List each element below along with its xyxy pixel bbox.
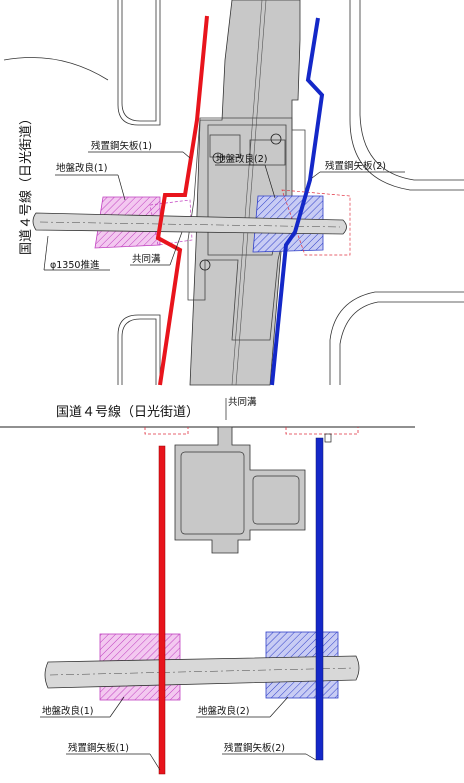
section-ground-improvement-1-label: 地盤改良(1)	[42, 705, 93, 717]
section-sheet-pile-1-label: 残置鋼矢板(1)	[68, 742, 129, 754]
pipe-jacking-plan	[32, 212, 347, 235]
plan-pipe-jacking-label: φ1350推進	[50, 259, 100, 271]
section-sheet-pile-2-label: 残置鋼矢板(2)	[224, 742, 285, 754]
utility-tunnel-section	[174, 426, 306, 554]
utility-tunnel-plan	[187, 117, 306, 341]
pipe-jacking-section	[44, 655, 360, 689]
plan-road-label: 国道４号線（日光街道）	[18, 112, 34, 255]
plan-ground-improvement-2-label: 地盤改良(2)	[216, 153, 267, 165]
sheet-pile-1-section	[158, 445, 166, 775]
section-ground-improvement-2-label: 地盤改良(2)	[198, 705, 249, 717]
right-curbs	[329, 0, 464, 385]
plan-leaders	[43, 151, 405, 271]
sheet-pile-2-plan	[270, 17, 325, 386]
sheet-pile-2-section	[315, 437, 324, 761]
plan-sheet-pile-2-label: 残置鋼矢板(2)	[325, 160, 386, 172]
road-corridor	[189, 0, 301, 386]
plan-ground-improvement-1-label: 地盤改良(1)	[56, 162, 107, 174]
marker-box	[324, 433, 332, 443]
plan-view: 国道４号線（日光街道） 残置鋼矢板(1) 地盤改良(1) 地盤改良(2) 残置鋼…	[3, 0, 464, 386]
sheet-pile-1-plan	[155, 15, 209, 386]
section-utility-tunnel-label: 共同溝	[228, 396, 257, 408]
excavation-outline-right	[285, 427, 359, 435]
plan-sheet-pile-1-label: 残置鋼矢板(1)	[91, 140, 152, 152]
left-curbs	[3, 0, 161, 385]
plan-utility-tunnel-label: 共同溝	[132, 253, 161, 265]
section-view: 国道４号線（日光街道） 共同溝	[0, 396, 415, 775]
section-leaders	[40, 696, 317, 771]
section-road-label: 国道４号線（日光街道）	[56, 404, 199, 420]
excavation-outline-left	[144, 427, 189, 435]
